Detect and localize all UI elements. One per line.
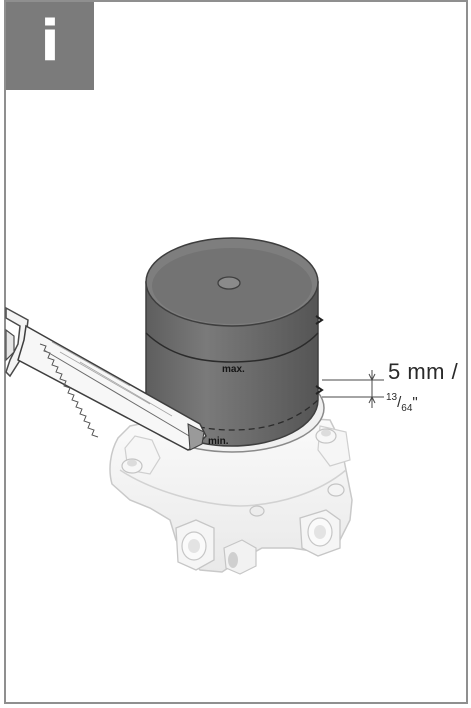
inch-denominator: 64 — [401, 403, 413, 414]
dimension-inch-label: 13/64" — [386, 392, 418, 414]
max-label: max. — [222, 364, 245, 375]
valve-body — [109, 417, 353, 575]
dimension-metric-label: 5 mm / — [388, 359, 459, 384]
inch-numerator: 13 — [386, 392, 398, 403]
info-badge: i — [6, 2, 94, 90]
hacksaw — [5, 306, 207, 451]
mounting-cap — [145, 237, 324, 447]
dimension-indicator — [322, 370, 384, 408]
inch-slash: / — [397, 394, 402, 411]
inch-unit: " — [412, 394, 418, 411]
info-icon: i — [40, 9, 60, 74]
min-label: min. — [208, 436, 229, 447]
page-frame — [4, 0, 468, 704]
